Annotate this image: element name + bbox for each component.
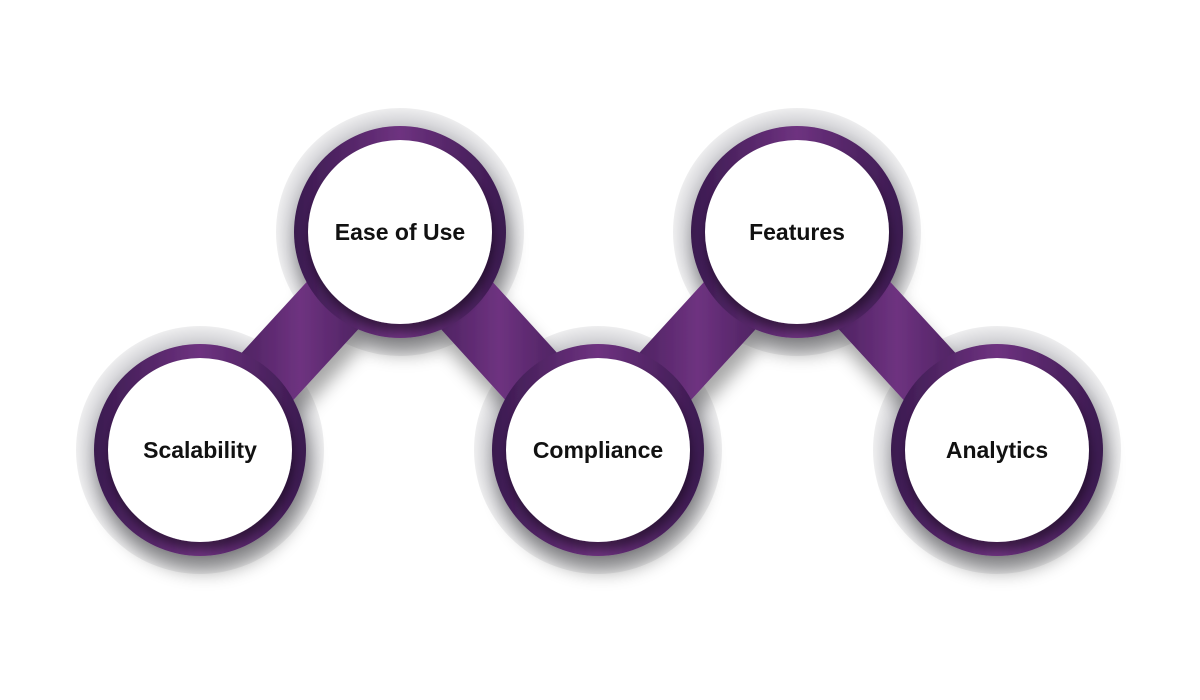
disc-compliance (506, 358, 690, 542)
node-label-compliance: Compliance (533, 437, 663, 463)
node-label-analytics: Analytics (946, 437, 1048, 463)
node-label-scalability: Scalability (143, 437, 257, 463)
node-discs (108, 140, 1089, 542)
disc-analytics (905, 358, 1089, 542)
node-label-ease-of-use: Ease of Use (335, 219, 465, 245)
disc-ease-of-use (308, 140, 492, 324)
disc-features (705, 140, 889, 324)
node-labels: Scalability Ease of Use Compliance Featu… (143, 219, 1048, 463)
disc-scalability (108, 358, 292, 542)
node-label-features: Features (749, 219, 845, 245)
